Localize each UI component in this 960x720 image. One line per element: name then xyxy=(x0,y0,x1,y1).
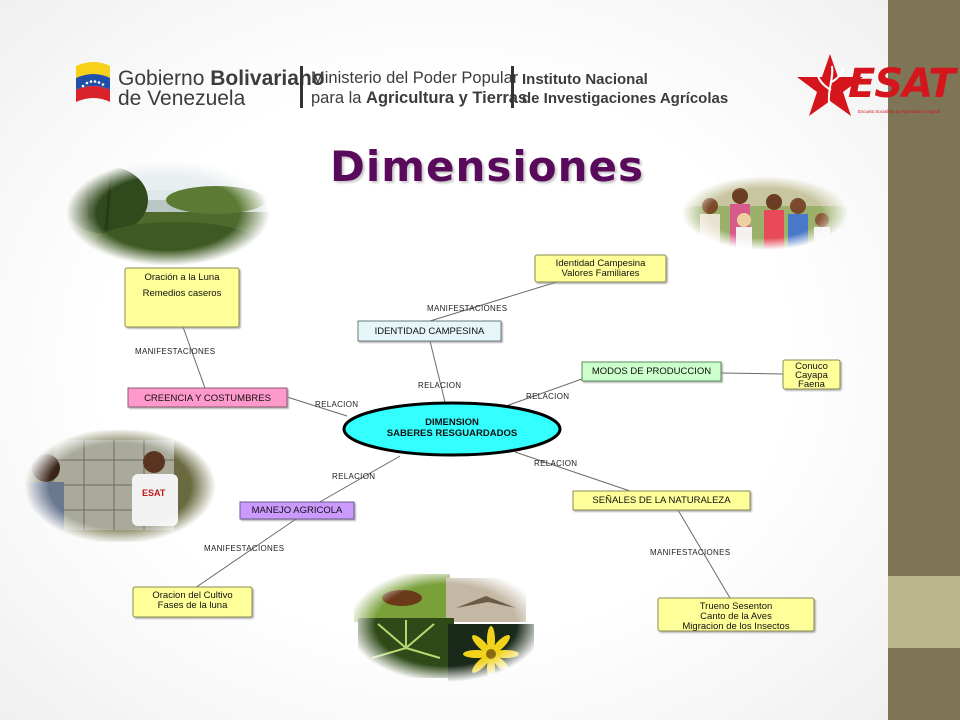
center-node-line1: DIMENSION xyxy=(425,417,479,428)
center-node-line2: SABERES RESGUARDADOS xyxy=(386,428,518,439)
link-center-modos xyxy=(505,378,583,407)
venezuela-flag-icon xyxy=(76,62,110,102)
modos-detail-box xyxy=(782,359,841,390)
modos-label: MODOS DE PRODUCCION xyxy=(591,366,712,377)
gov-line1: Gobierno Bolivariano xyxy=(118,68,325,89)
esat-logo: ESAT Escuela Socialista de Agricultura T… xyxy=(796,52,960,120)
senales-detail-2: Canto de la Aves xyxy=(700,611,772,622)
gov-line1-bold: Bolivariano xyxy=(210,67,325,90)
modos-box xyxy=(581,361,722,382)
label-relacion-identidad: RELACION xyxy=(418,381,462,390)
link-center-creencia xyxy=(286,396,348,417)
senales-label: SEÑALES DE LA NATURALEZA xyxy=(592,495,731,506)
identidad-box xyxy=(357,320,502,342)
senales-detail-1: Trueno Sesenton xyxy=(699,601,773,612)
shirt-logo-text: ESAT xyxy=(142,488,166,498)
river-landscape-photo xyxy=(66,160,270,266)
center-node xyxy=(342,401,562,457)
label-manifestaciones-identidad: MANIFESTACIONES xyxy=(427,304,508,313)
link-center-identidad xyxy=(429,340,446,403)
esat-logo-text: ESAT xyxy=(848,61,956,107)
inst-line1: Instituto Nacional xyxy=(522,71,648,88)
label-relacion-creencia: RELACION xyxy=(315,400,359,409)
manejo-detail-1: Oracion del Cultivo xyxy=(152,590,233,601)
manejo-detail-2: Fases de la luna xyxy=(157,600,228,611)
creencia-detail-1: Oración a la Luna xyxy=(144,272,220,283)
identidad-detail-box xyxy=(534,254,667,283)
senales-detail-box xyxy=(657,597,815,632)
creencia-detail-2: Remedios caseros xyxy=(142,288,222,299)
ministry-line2-bold: Agricultura y Tierras xyxy=(366,89,528,107)
creencia-box xyxy=(127,387,288,408)
side-decoration-accent xyxy=(888,576,960,648)
star-icon xyxy=(797,54,863,116)
ministry-line1: Ministerio del Poder Popular xyxy=(311,69,519,87)
label-relacion-modos: RELACION xyxy=(526,392,570,401)
ministry-line2: para la Agricultura y Tierras xyxy=(311,90,527,107)
label-relacion-senales: RELACION xyxy=(534,459,578,468)
creencia-label: CREENCIA Y COSTUMBRES xyxy=(144,393,271,404)
inst-line2: de Investigaciones Agrícolas xyxy=(522,90,729,107)
manejo-label: MANEJO AGRICOLA xyxy=(251,505,343,516)
ministry-line2-light: para la xyxy=(311,89,362,107)
identidad-label: IDENTIDAD CAMPESINA xyxy=(374,326,485,337)
link-identidad-detail xyxy=(429,280,561,322)
link-senales-detail xyxy=(677,509,731,599)
gov-line1-light: Gobierno xyxy=(118,67,205,90)
gov-line2: de Venezuela xyxy=(118,87,246,110)
label-relacion-manejo: RELACION xyxy=(332,472,376,481)
children-group-photo xyxy=(682,176,848,250)
workers-greenhouse-photo: ESAT xyxy=(24,430,216,542)
label-manifestaciones-creencia: MANIFESTACIONES xyxy=(135,347,216,356)
manejo-box xyxy=(239,501,355,520)
modos-detail-2: Cayapa xyxy=(795,370,828,381)
concept-map xyxy=(124,254,841,632)
identidad-detail-2: Valores Familiares xyxy=(561,268,640,279)
manejo-detail-box xyxy=(132,586,253,618)
label-manifestaciones-senales: MANIFESTACIONES xyxy=(650,548,731,557)
slide-title: Dimensiones xyxy=(330,142,645,191)
modos-detail-3: Faena xyxy=(798,379,825,390)
senales-detail-3: Migracion de los Insectos xyxy=(682,621,790,632)
link-center-manejo xyxy=(317,455,401,504)
link-center-senales xyxy=(514,451,631,492)
creencia-detail-box xyxy=(124,267,240,328)
label-manifestaciones-manejo: MANIFESTACIONES xyxy=(204,544,285,553)
header-separator-1 xyxy=(300,66,303,108)
link-modos-detail xyxy=(720,372,784,375)
senales-box xyxy=(572,490,751,511)
link-creencia-detail xyxy=(182,326,206,389)
identidad-detail-1: Identidad Campesina xyxy=(555,258,646,269)
header-separator-2 xyxy=(511,66,514,108)
nature-collage-photo xyxy=(348,568,544,682)
link-manejo-detail xyxy=(194,518,297,589)
modos-detail-1: Conuco xyxy=(795,361,828,372)
esat-tagline: Escuela Socialista de Agricultura Tropic… xyxy=(858,109,941,114)
